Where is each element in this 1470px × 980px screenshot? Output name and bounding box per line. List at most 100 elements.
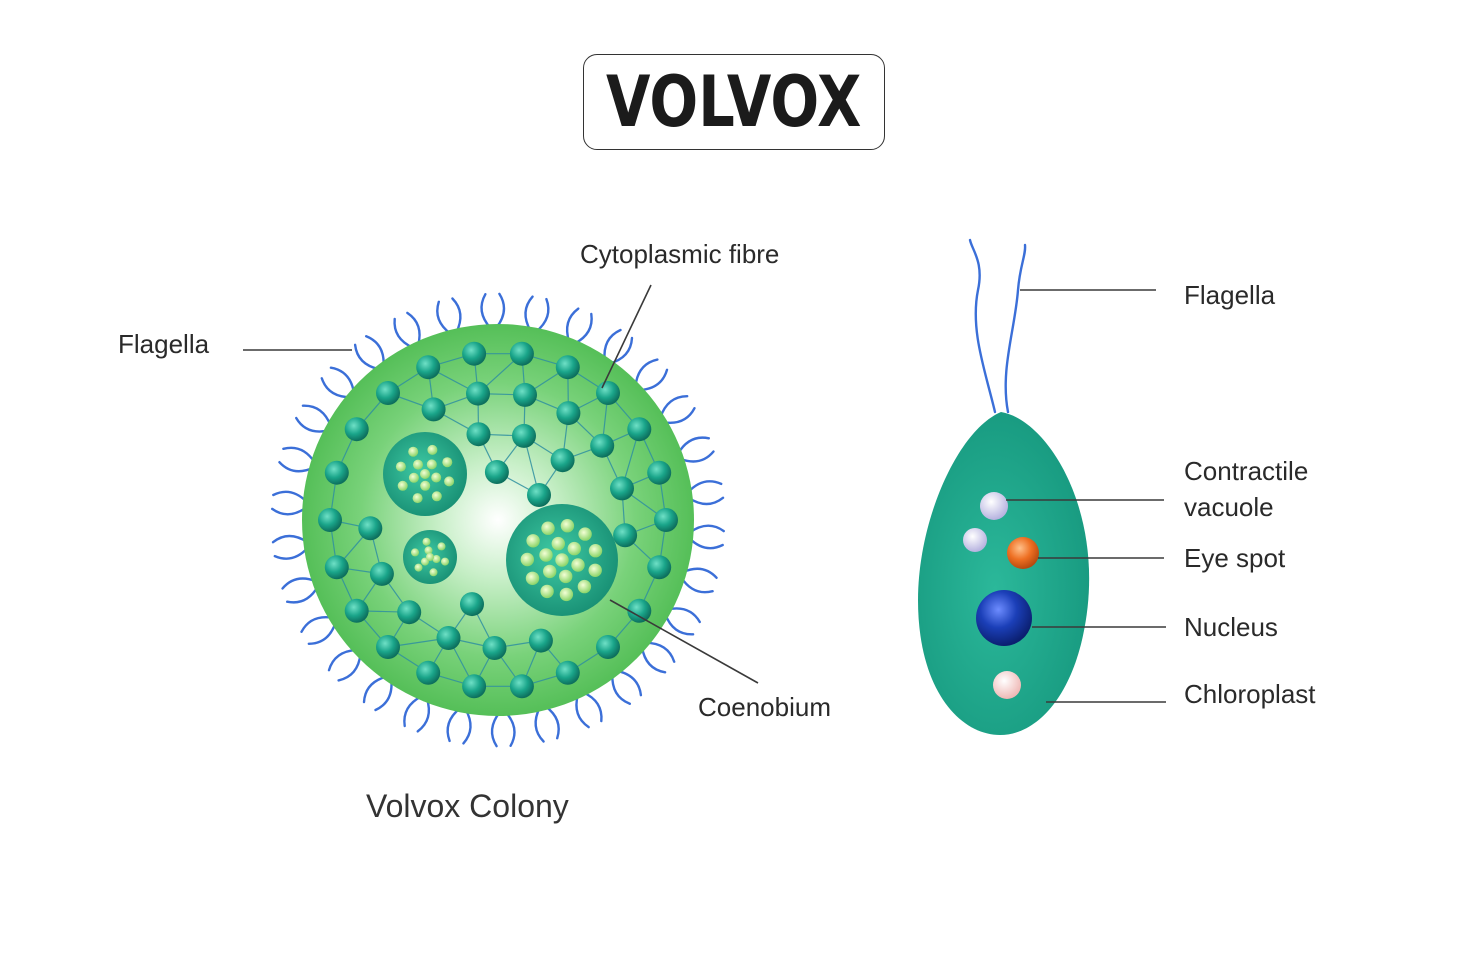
daughter-cell [555,553,569,567]
flagellum [544,704,560,740]
daughter-cell [432,555,441,563]
cell-flagellum-left [968,238,997,414]
colony-cell [466,381,490,406]
flagellum [362,675,388,704]
chloroplast [993,671,1021,699]
cell-flagellum-right [1004,243,1027,414]
flagellum [681,567,718,579]
colony-cell [647,555,672,580]
daughter-cell [444,476,455,487]
daughter-cell [441,557,449,566]
flagellum [272,490,308,504]
contractile-vacuole-1 [980,492,1008,520]
colony-cell [596,635,620,659]
colony-cell [436,626,461,650]
colony-cell [397,600,422,625]
colony-cell [484,460,509,484]
daughter-cell [571,558,585,572]
colony-cell [344,598,369,623]
flagellum [295,416,330,433]
flagellum [662,407,696,425]
daughter-cell [578,527,592,541]
daughter-cell [395,461,406,472]
colony-cell [555,660,580,685]
daughter-cell [588,563,602,577]
flagellum [608,336,634,365]
colony-cell [528,628,553,653]
chloroplast-label: Chloroplast [1184,679,1316,709]
flagellum [573,312,593,345]
flagellum [611,673,631,705]
daughter-cell [559,587,574,602]
daughter-cell [413,459,423,470]
colony-cells [318,341,678,699]
flagellum [666,607,701,624]
flagellum [534,297,550,333]
colony-cell [462,341,487,366]
title-box: VOLVOX [583,54,885,150]
colony-cell [613,523,638,548]
cytoplasmic-fibre-label: Cytoplasmic fibre [580,239,779,269]
colony-cell [376,381,400,405]
daughter-cell [422,537,431,546]
eye-spot-label: Eye spot [1184,543,1286,573]
flagellum [688,524,725,534]
flagellum [320,377,352,399]
colony-cell [596,381,620,405]
flagellum [644,641,676,663]
daughter-cell [588,544,603,558]
flagellum [403,695,423,728]
daughter-cell [560,519,575,533]
flagellum [406,311,421,347]
flagellum [374,678,393,712]
flagellum [581,691,603,723]
colony-cell [369,561,394,586]
flagellum [271,506,308,516]
flagellum [480,293,492,330]
flagellum [678,450,715,463]
daughter-cell [411,548,419,557]
colony-cell [344,417,369,442]
flagellum [451,297,462,334]
colony-cell [647,460,672,485]
flagellum [615,669,643,697]
flagellum [353,343,381,371]
flagellum [307,621,337,645]
daughter-cell [526,534,540,548]
flagellum [640,645,667,674]
eye-spot [1007,537,1039,569]
daughter-cell [551,536,565,551]
daughter-cell [420,480,431,491]
flagellum [337,652,362,682]
flagellum [688,536,724,550]
colony-cell [358,516,383,541]
flagellum [504,710,516,747]
colony-cell [627,417,652,442]
colony-cell [460,592,484,617]
colony-cell [509,341,534,366]
flagellum [634,358,659,388]
colony-cell [610,476,634,501]
flagellum [273,546,310,560]
flagellum [281,577,318,590]
contractile-vacuole-2 [963,528,987,552]
colony-cell [556,401,581,426]
flagellum [416,697,431,733]
cell-body [918,412,1090,735]
cell-flagella-label: Flagella [1184,280,1276,310]
flagellum [365,335,385,367]
colony-cell [324,555,349,580]
daughter-cell [543,564,557,579]
daughter-cell [431,491,442,502]
flagellum [300,615,334,633]
flagellum [278,461,315,473]
flagellum [462,708,472,745]
coenobium-leader [609,599,759,684]
daughter-cell [520,552,534,567]
colony-cell [416,660,441,685]
colony-cell [466,422,491,447]
daughter-cell [559,569,573,584]
flagellum [659,395,689,419]
flagellum [687,496,725,506]
